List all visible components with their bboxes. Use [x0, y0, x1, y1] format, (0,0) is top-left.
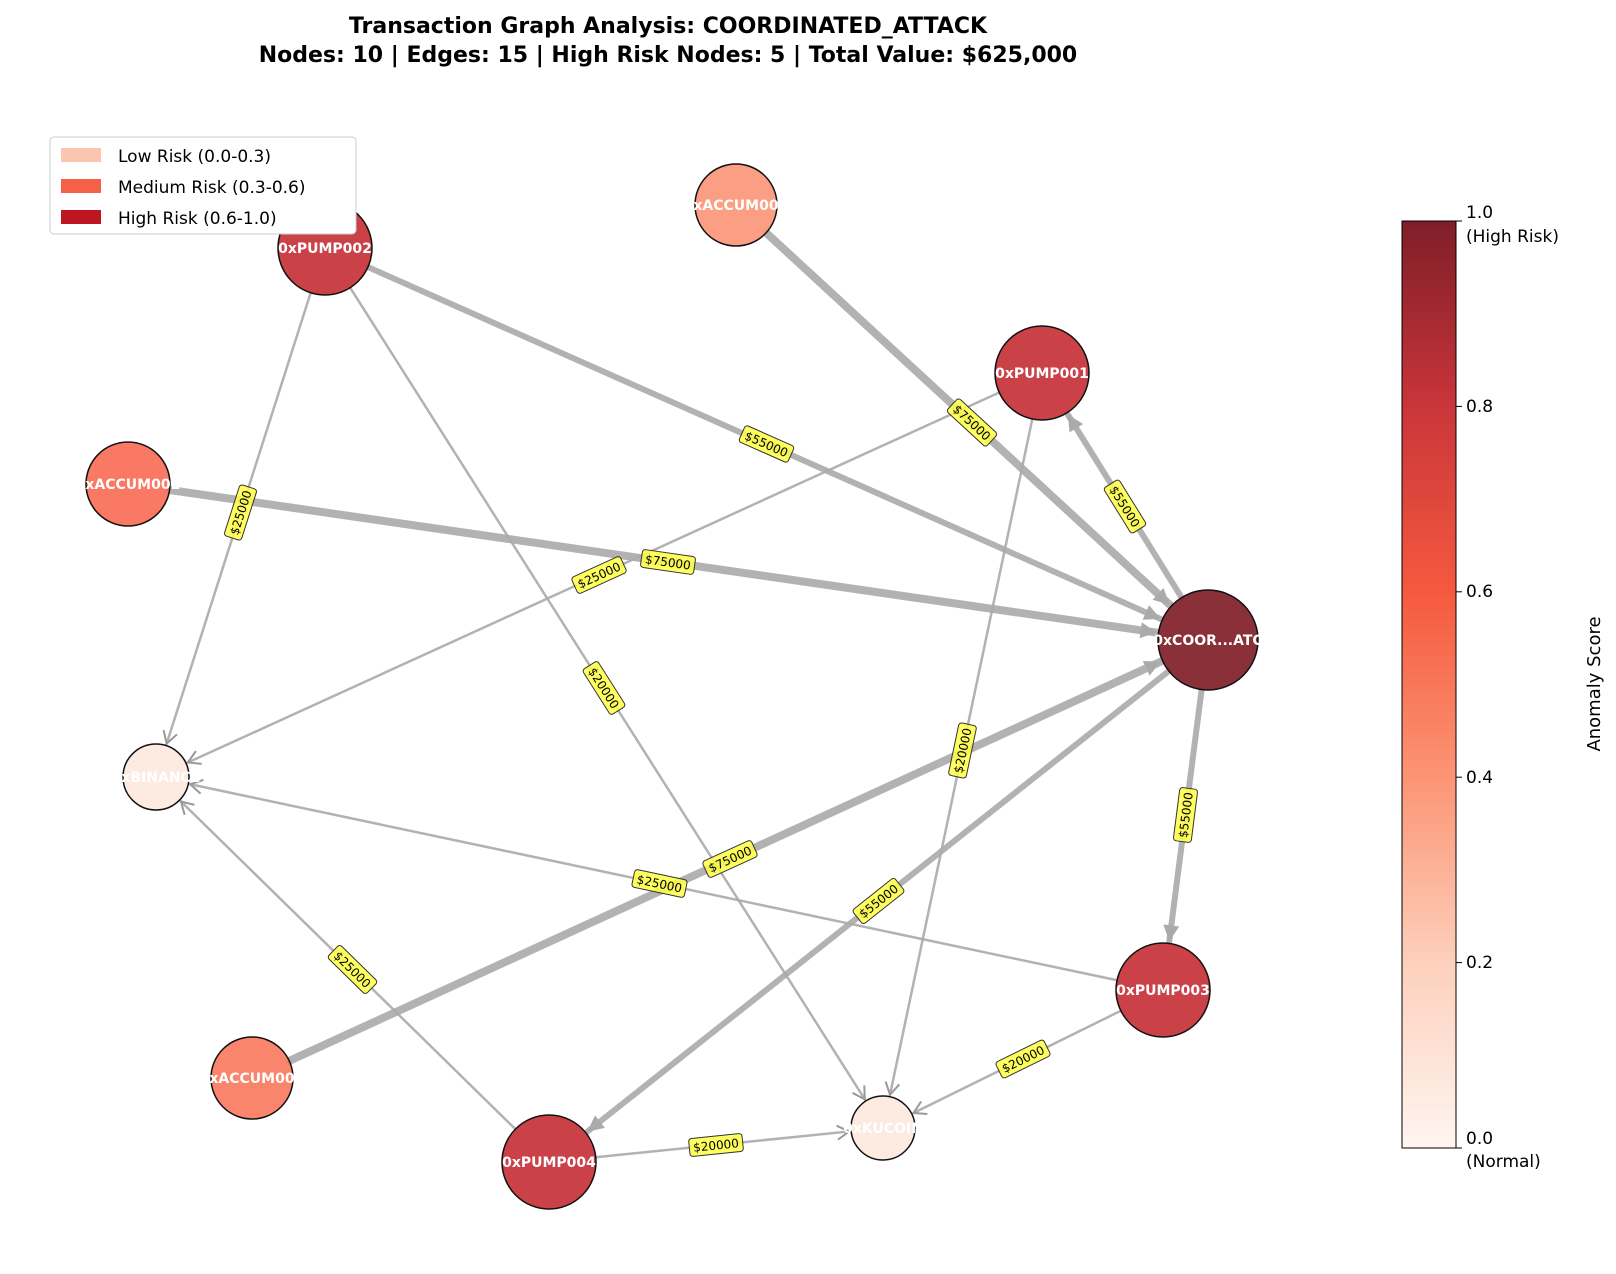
colorbar-note-normal: (Normal): [1466, 1152, 1541, 1172]
legend-swatch-high: [61, 210, 101, 224]
colorbar: 0.0 0.2 0.4 0.6 0.8 1.0 (High Risk) (Nor…: [1401, 203, 1605, 1172]
colorbar-tick-label-1: 1.0: [1466, 203, 1493, 223]
edge-label: $25000: [571, 556, 627, 594]
nodes-layer: 0xCOOR...ATC 0xPUMP001 0xPUMP002 0xPUMP003 0…: [76, 163, 1263, 1210]
legend-label-high: High Risk (0.6-1.0): [118, 209, 277, 229]
edge-label: $25000: [327, 945, 378, 994]
colorbar-gradient: [1401, 220, 1457, 1149]
node-pump1[interactable]: 0xPUMP001: [994, 325, 1090, 421]
edge-label: $20000: [582, 661, 626, 715]
node-label: 0xPUMP002: [278, 241, 372, 257]
edge-label: $55000: [1103, 479, 1147, 534]
node-accum1[interactable]: 0xACCUM001: [684, 163, 789, 247]
node-label: 0xPUMP001: [995, 366, 1089, 382]
edge-label: $20000: [688, 1133, 744, 1157]
edge-label: $55000: [738, 425, 795, 463]
node-label: 0xACCUM002: [76, 477, 181, 493]
edge-label: $20000: [995, 1039, 1051, 1079]
legend-frame: [49, 136, 357, 235]
edge-label: $55000: [852, 878, 905, 924]
legend-swatch-low: [61, 148, 101, 162]
edge-label: $25000: [631, 869, 688, 898]
colorbar-tick-label-02: 0.2: [1466, 953, 1493, 973]
node-label: 0xBINANCE: [112, 770, 201, 786]
svg-text:$75000: $75000: [644, 552, 691, 572]
svg-text:$75000: $75000: [950, 402, 993, 443]
legend-label-medium: Medium Risk (0.3-0.6): [118, 178, 306, 198]
colorbar-axis-label: Anomaly Score: [1584, 616, 1605, 751]
colorbar-tick-label-08: 0.8: [1466, 397, 1493, 417]
legend: Low Risk (0.0-0.3) Medium Risk (0.3-0.6)…: [49, 136, 357, 235]
node-coord[interactable]: 0xCOOR...ATC: [1153, 589, 1263, 691]
chart-title-line1: Transaction Graph Analysis: COORDINATED_…: [349, 14, 988, 39]
legend-swatch-medium: [61, 179, 101, 193]
node-pump3[interactable]: 0xPUMP003: [1115, 942, 1211, 1038]
node-label: 0xKUCOIN: [843, 1121, 923, 1137]
edge-label: $75000: [640, 549, 696, 575]
edge-label: $20000: [948, 722, 977, 779]
node-binance[interactable]: 0xBINANCE: [112, 743, 201, 811]
node-label: 0xACCUM001: [684, 198, 789, 214]
svg-text:$25000: $25000: [331, 949, 374, 991]
svg-text:$25000: $25000: [575, 560, 622, 592]
chart-title-line2: Nodes: 10 | Edges: 15 | High Risk Nodes:…: [259, 43, 1078, 68]
colorbar-tick-label-06: 0.6: [1466, 582, 1493, 602]
node-accum3[interactable]: 0xACCUM003: [200, 1036, 305, 1120]
edge-labels-layer: $55000 $75000 $75000 $75000 $55000 $55000 $550…: [224, 398, 1198, 1157]
svg-text:$20000: $20000: [693, 1136, 740, 1155]
svg-text:$55000: $55000: [743, 429, 791, 460]
node-accum2[interactable]: 0xACCUM002: [76, 441, 181, 527]
legend-label-low: Low Risk (0.0-0.3): [118, 147, 271, 167]
edge-label: $25000: [224, 484, 257, 541]
node-kucoin[interactable]: 0xKUCOIN: [843, 1095, 923, 1161]
edge-label: $75000: [702, 840, 758, 878]
edge-label: $55000: [1173, 787, 1198, 843]
node-pump4[interactable]: 0xPUMP004: [501, 1114, 597, 1210]
colorbar-tick-label-04: 0.4: [1466, 768, 1493, 788]
colorbar-note-high: (High Risk): [1466, 227, 1559, 247]
node-label: 0xPUMP003: [1116, 983, 1210, 999]
node-label: 0xCOOR...ATC: [1153, 633, 1262, 649]
node-label: 0xACCUM003: [200, 1071, 305, 1087]
svg-text:$75000: $75000: [706, 844, 753, 876]
colorbar-tick-label-0: 0.0: [1466, 1129, 1493, 1149]
svg-text:$55000: $55000: [1176, 791, 1196, 838]
node-label: 0xPUMP004: [502, 1155, 596, 1171]
